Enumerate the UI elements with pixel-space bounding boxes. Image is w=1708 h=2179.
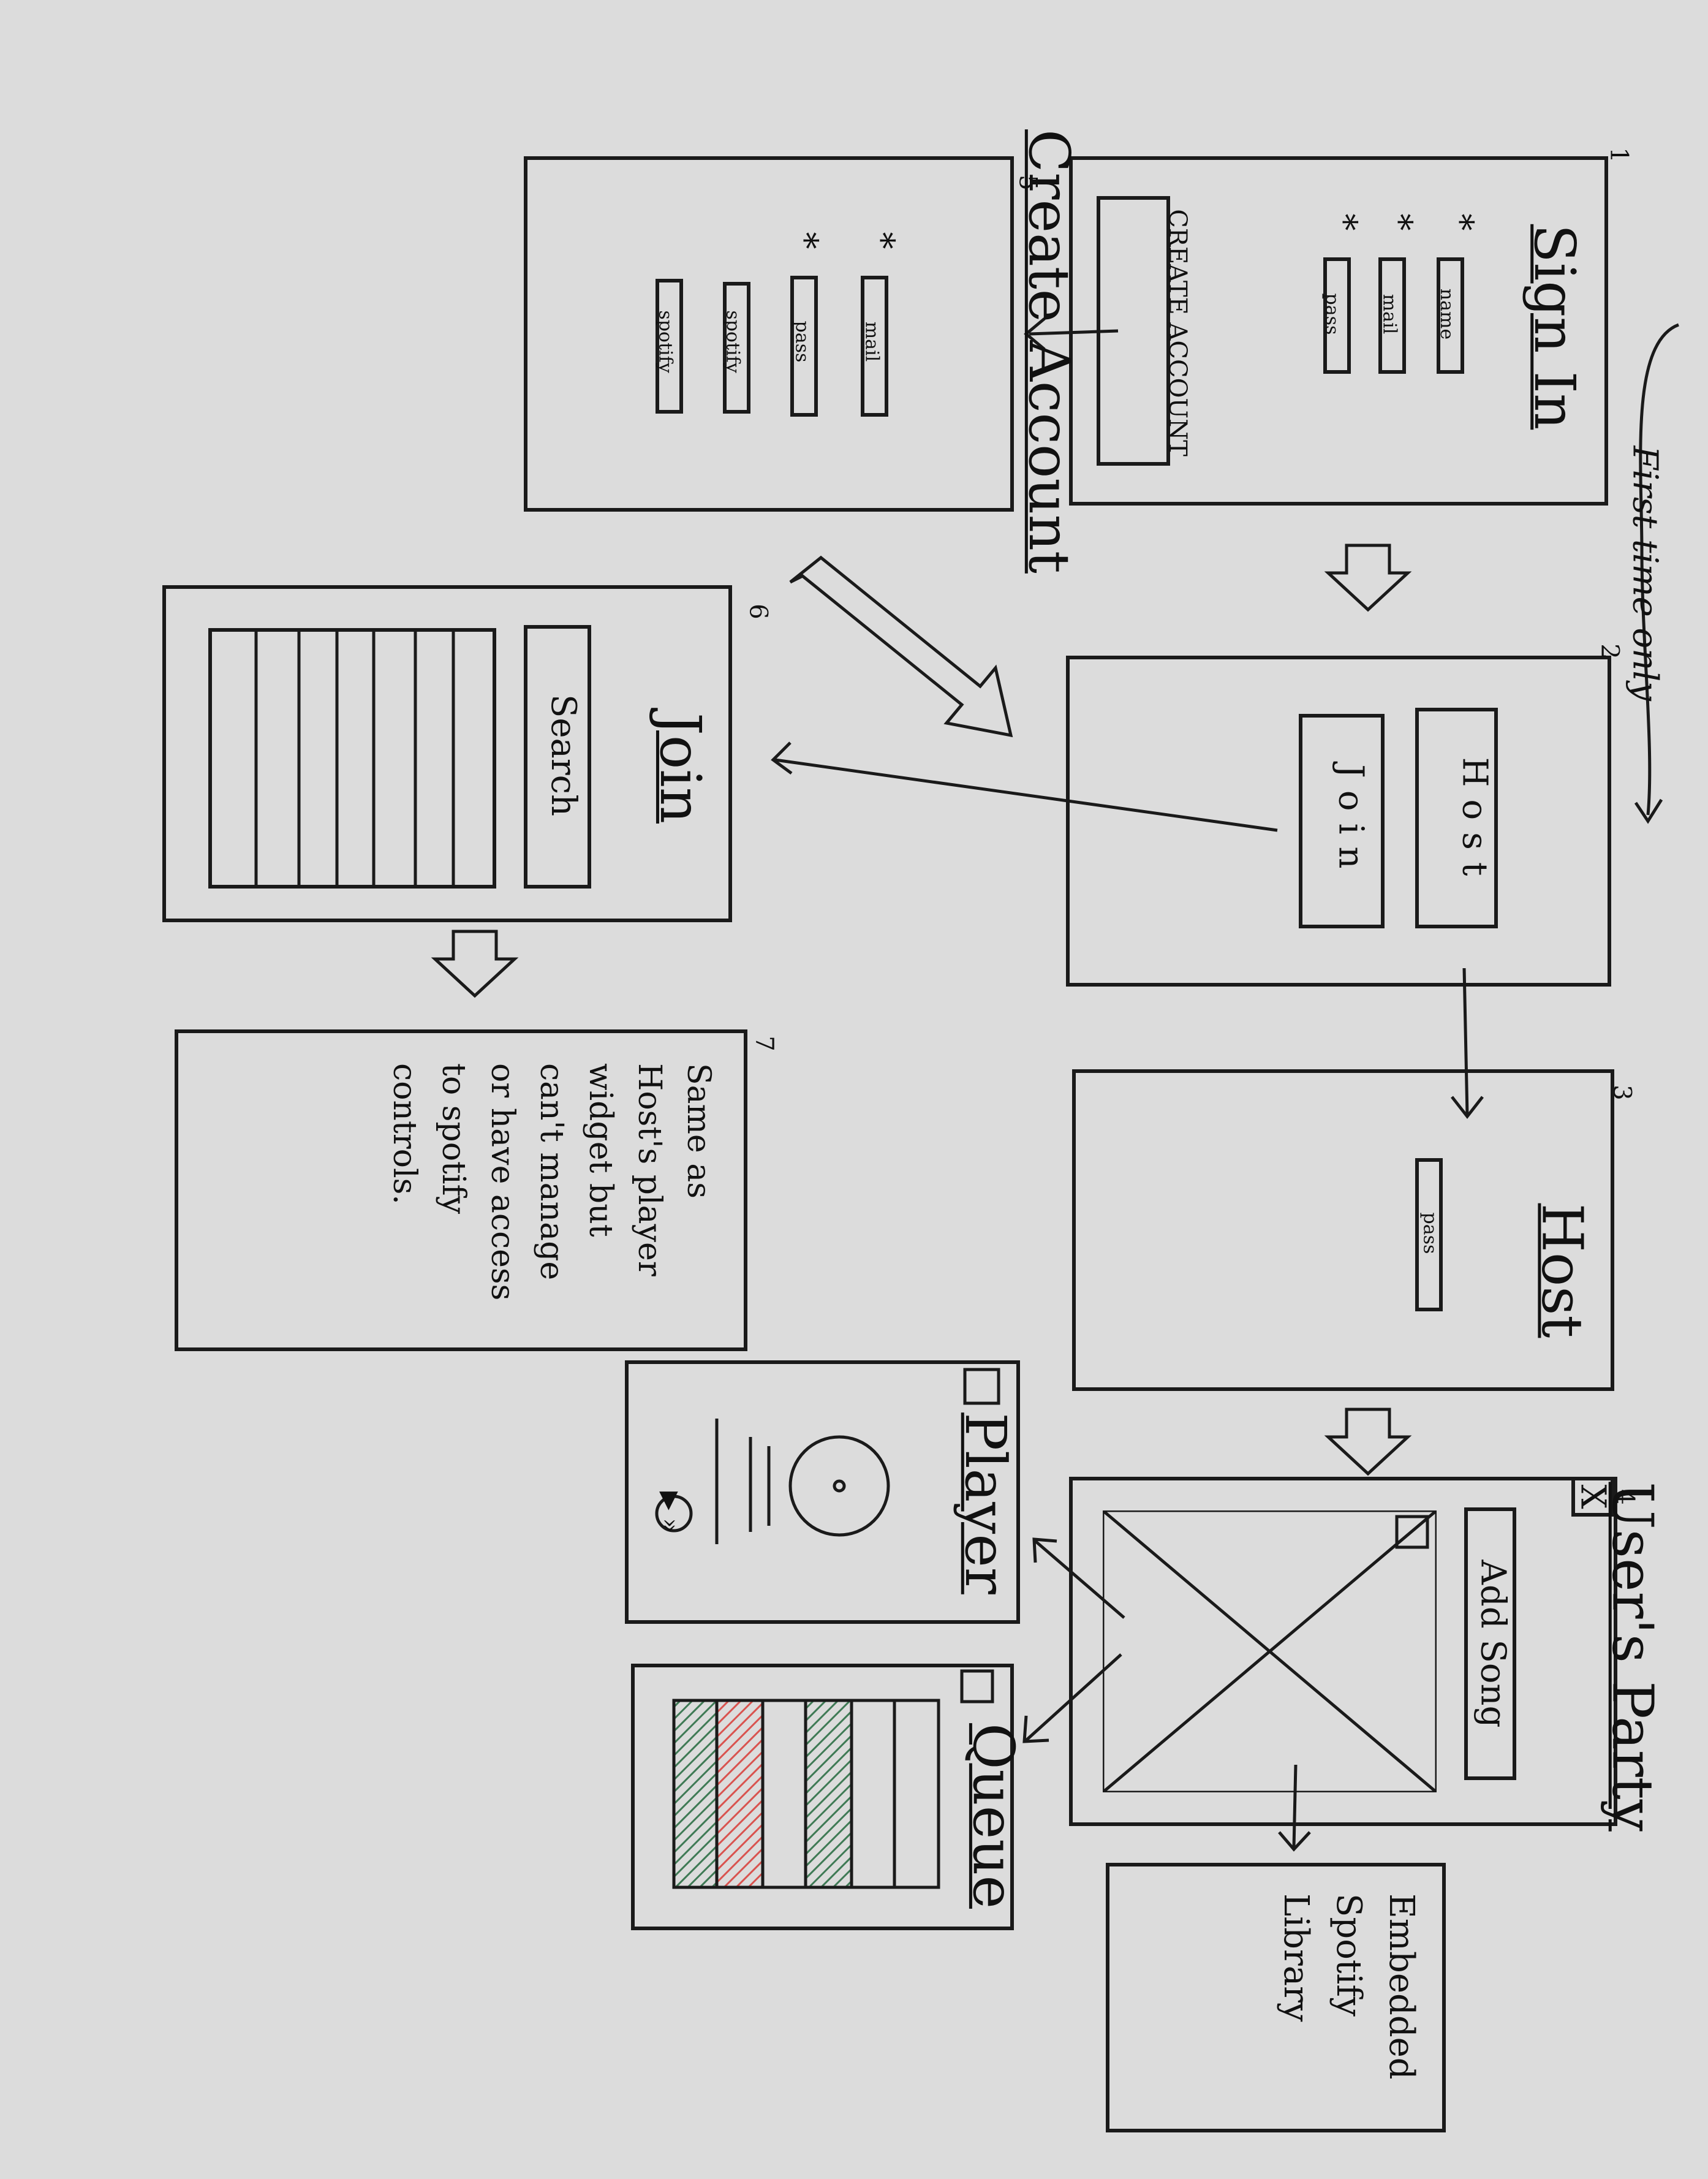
ca-pass-label: pass — [791, 320, 813, 363]
expand-icon — [963, 1368, 1000, 1405]
required-mark: * — [1379, 213, 1419, 231]
note-line: Host's player — [631, 1063, 668, 1276]
ca-spotify-button-label: spotify — [654, 310, 676, 373]
host-button-label: Host — [1454, 757, 1495, 889]
create-account-button[interactable] — [1097, 196, 1170, 466]
guest-player-note: Same as Host's player widget but can't m… — [208, 1063, 723, 1321]
create-account-label: CREATE ACCOUNT — [1163, 209, 1192, 457]
queue-item — [761, 1699, 807, 1889]
hollow-arrow-1 — [1324, 544, 1412, 612]
required-mark: * — [1324, 213, 1364, 231]
library-line: Library — [1276, 1893, 1316, 2022]
arrow-queue — [1025, 1653, 1122, 1741]
sign-in-title: Sign In — [1522, 224, 1588, 430]
screen-7-number: 7 — [750, 1036, 779, 1052]
arrow-library — [1292, 1764, 1298, 1848]
arrow-join — [774, 758, 1278, 832]
session-list[interactable] — [208, 628, 496, 889]
create-account-title: Create Account — [1016, 129, 1082, 574]
player-widget — [625, 1360, 1020, 1624]
library-line: Embedded — [1381, 1893, 1421, 2080]
queue-item-voted-up — [804, 1699, 853, 1889]
note-line: controls. — [386, 1063, 423, 1205]
host-title: Host — [1529, 1203, 1595, 1338]
required-mark: * — [1440, 213, 1481, 231]
host-pass-field[interactable] — [1415, 1158, 1443, 1311]
screen-6-number: 6 — [744, 604, 773, 620]
ca-pass-field[interactable] — [790, 276, 818, 417]
screen-3-number: 3 — [1608, 1085, 1636, 1101]
note-line: or have access — [484, 1063, 521, 1301]
library-note: Embedded Spotify Library — [1256, 1893, 1427, 2096]
name-field[interactable] — [1437, 257, 1464, 374]
queue-widget — [631, 1664, 1014, 1930]
player-drawing — [655, 1368, 1000, 1544]
party-placeholder[interactable] — [1103, 1510, 1437, 1792]
ca-spotify-label: spotify — [722, 310, 744, 373]
queue-item-voted-down — [715, 1699, 765, 1889]
queue-drawing — [672, 1669, 994, 1889]
queue-item-playing — [672, 1699, 719, 1889]
expand-icon — [1395, 1515, 1429, 1549]
screen-2-number: 2 — [1595, 643, 1624, 659]
arrow-create-account — [1029, 329, 1119, 336]
ca-spotify-field[interactable] — [723, 282, 750, 414]
screen-sign-in — [1069, 156, 1608, 506]
queue-item — [893, 1699, 940, 1889]
screen-create-account — [524, 156, 1014, 512]
host-button[interactable] — [1415, 708, 1498, 928]
name-field-label: name — [1436, 288, 1458, 340]
ca-mail-label: mail — [861, 321, 883, 362]
party-title: User's Party — [1600, 1482, 1666, 1832]
pass-field-label: pass — [1321, 293, 1343, 335]
screen-host — [1072, 1069, 1614, 1391]
play-button — [655, 1495, 693, 1533]
screen-guest-player — [175, 1029, 747, 1351]
queue-item — [850, 1699, 896, 1889]
ca-spotify-button[interactable] — [656, 279, 683, 414]
screen-host-join — [1066, 656, 1611, 987]
note-line: to spotify — [435, 1063, 472, 1215]
join-button-label: Join — [1331, 764, 1371, 881]
join-title: Join — [647, 713, 713, 824]
album-art — [788, 1435, 890, 1537]
search-button[interactable] — [524, 625, 591, 889]
note-line: Same as — [680, 1063, 717, 1199]
screen-users-party — [1069, 1477, 1617, 1826]
hollow-arrow-3 — [431, 930, 519, 998]
search-label: Search — [543, 694, 584, 817]
add-song-label: Add Song — [1473, 1559, 1513, 1728]
required-mark: * — [861, 232, 902, 249]
hollow-arrow-diagonal — [789, 555, 1013, 738]
first-time-only-note: First time only — [1625, 445, 1665, 701]
arrow-host — [1462, 968, 1469, 1116]
session-list-rows — [254, 628, 455, 889]
add-song-button[interactable] — [1464, 1507, 1516, 1780]
ca-mail-field[interactable] — [861, 276, 888, 417]
screen-join — [162, 585, 732, 922]
playback-controls[interactable]: ▶ » — [656, 1491, 684, 1533]
spotify-library — [1106, 1863, 1446, 2132]
first-time-bracket-head — [1634, 798, 1663, 824]
close-button[interactable] — [1571, 1477, 1614, 1517]
note-line: widget but — [582, 1063, 619, 1237]
host-pass-label: pass — [1419, 1212, 1441, 1254]
library-line: Spotify — [1329, 1893, 1369, 2017]
required-mark: * — [785, 232, 825, 249]
first-time-bracket — [1639, 323, 1679, 816]
arrow-player — [1034, 1540, 1125, 1619]
pass-field[interactable] — [1323, 257, 1351, 374]
join-button[interactable] — [1299, 714, 1385, 928]
mail-field[interactable] — [1378, 257, 1406, 374]
screen-1-number: 1 — [1604, 147, 1633, 163]
hollow-arrow-2 — [1324, 1408, 1412, 1476]
mail-field-label: mail — [1378, 294, 1400, 335]
note-line: can't manage — [533, 1063, 570, 1281]
expand-icon — [960, 1669, 994, 1703]
